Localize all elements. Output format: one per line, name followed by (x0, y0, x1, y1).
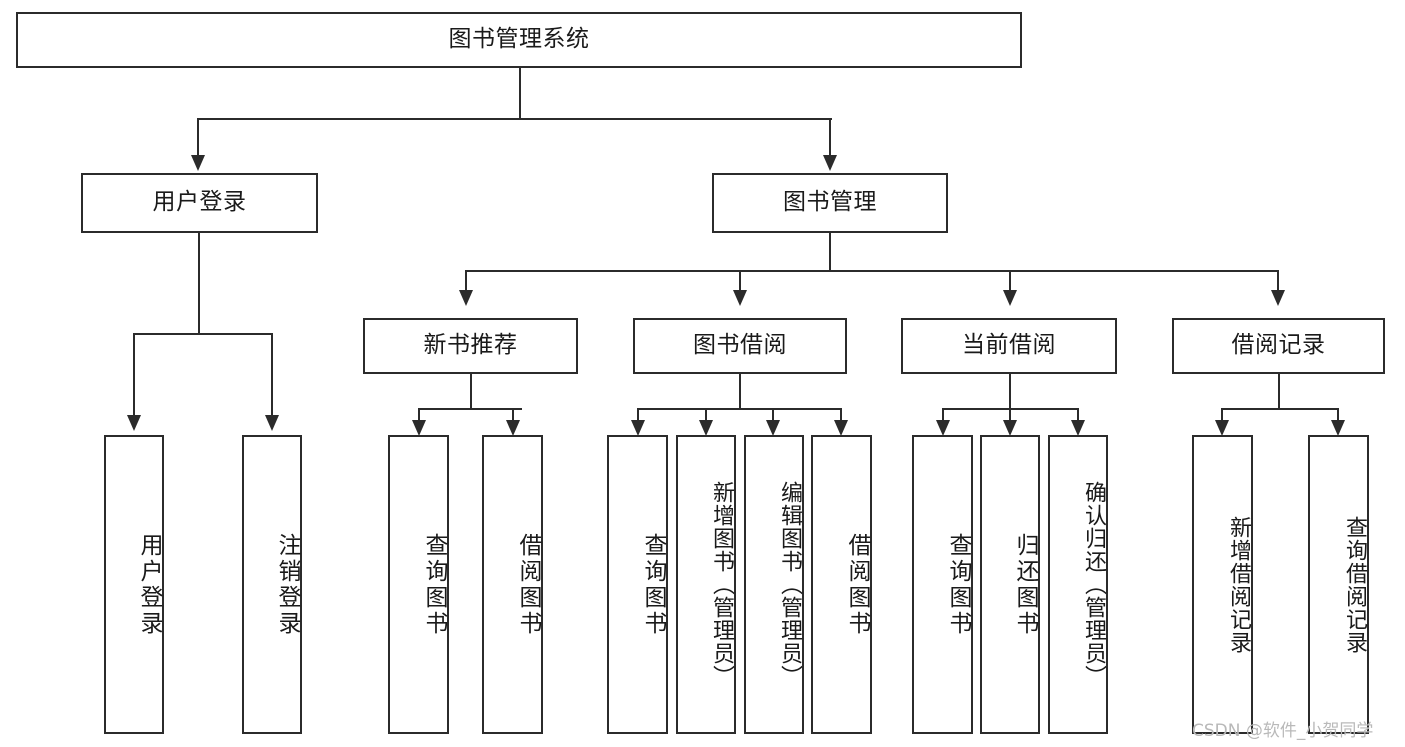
connector-new-book-rec-bar (418, 408, 522, 410)
connector-borrow-record-l2 (1337, 408, 1339, 422)
connector-book-borrow-bar (637, 408, 841, 410)
connector-user-login-right (271, 333, 273, 417)
connector-book-manage-c3 (1009, 270, 1011, 292)
leaf-cur-confirm[interactable]: 确认归还（管理员） (1048, 435, 1108, 734)
connector-root-to-book-manage (829, 118, 831, 157)
leaf-user-logout[interactable]: 注销登录 (242, 435, 302, 734)
leaf-user-login-label: 用户登录 (136, 532, 162, 637)
connector-new-book-rec-l2 (512, 408, 514, 422)
connector-current-borrow-stem (1009, 374, 1011, 409)
leaf-rec-add-label: 新增借阅记录 (1226, 515, 1251, 654)
leaf-cur-query-label: 查询图书 (945, 532, 971, 637)
connector-current-borrow-l1 (942, 408, 944, 422)
connector-borrow-record-stem (1278, 374, 1280, 409)
arrow-book-borrow-l2 (699, 420, 713, 436)
connector-root-stem (519, 68, 521, 119)
node-user-login[interactable]: 用户登录 (81, 173, 318, 233)
leaf-rec-query-record-label: 查询借阅记录 (1342, 515, 1367, 654)
node-root-label: 图书管理系统 (448, 26, 590, 53)
connector-book-borrow-stem (739, 374, 741, 409)
node-book-borrow-label: 图书借阅 (693, 332, 787, 359)
arrow-current-borrow-l1 (936, 420, 950, 436)
arrow-book-borrow-l3 (766, 420, 780, 436)
connector-user-login-bar (133, 333, 272, 335)
arrow-borrow-record-l1 (1215, 420, 1229, 436)
connector-root-to-user-login (197, 118, 199, 157)
connector-book-borrow-l4 (840, 408, 842, 422)
connector-new-book-rec-stem (470, 374, 472, 409)
connector-book-manage-c4 (1277, 270, 1279, 292)
connector-borrow-record-l1 (1221, 408, 1223, 422)
leaf-borrow-edit[interactable]: 编辑图书（管理员） (744, 435, 804, 734)
leaf-borrow-edit-label: 编辑图书（管理员） (777, 481, 802, 688)
leaf-rec-add[interactable]: 新增借阅记录 (1192, 435, 1253, 734)
arrow-book-borrow-l4 (834, 420, 848, 436)
leaf-rec-borrow[interactable]: 借阅图书 (482, 435, 543, 734)
node-book-manage[interactable]: 图书管理 (712, 173, 948, 233)
connector-current-borrow-l2 (1009, 408, 1011, 422)
node-root[interactable]: 图书管理系统 (16, 12, 1022, 68)
arrow-book-manage-c2 (733, 290, 747, 306)
leaf-borrow-lend-label: 借阅图书 (844, 532, 870, 637)
node-borrow-record-label: 借阅记录 (1231, 332, 1326, 359)
connector-root-bar (197, 118, 832, 120)
arrow-root-to-book-manage (823, 155, 837, 171)
node-book-manage-label: 图书管理 (783, 189, 877, 216)
arrow-new-book-rec-l1 (412, 420, 426, 436)
connector-book-manage-c2 (739, 270, 741, 292)
leaf-rec-query-record[interactable]: 查询借阅记录 (1308, 435, 1369, 734)
node-new-book-rec-label: 新书推荐 (423, 332, 518, 359)
node-book-borrow[interactable]: 图书借阅 (633, 318, 847, 374)
node-new-book-rec[interactable]: 新书推荐 (363, 318, 578, 374)
arrow-user-login-left (127, 415, 141, 431)
connector-book-manage-bar (465, 270, 1279, 272)
arrow-book-borrow-l1 (631, 420, 645, 436)
leaf-borrow-query-label: 查询图书 (640, 532, 666, 637)
leaf-cur-return-label: 归还图书 (1012, 532, 1038, 637)
connector-book-manage-c1 (465, 270, 467, 292)
arrow-new-book-rec-l2 (506, 420, 520, 436)
leaf-borrow-add[interactable]: 新增图书（管理员） (676, 435, 736, 734)
arrow-book-manage-c1 (459, 290, 473, 306)
connector-book-borrow-l3 (772, 408, 774, 422)
arrow-user-login-right (265, 415, 279, 431)
arrow-book-manage-c3 (1003, 290, 1017, 306)
leaf-user-login[interactable]: 用户登录 (104, 435, 164, 734)
node-current-borrow[interactable]: 当前借阅 (901, 318, 1117, 374)
leaf-user-logout-label: 注销登录 (274, 532, 300, 637)
connector-current-borrow-l3 (1077, 408, 1079, 422)
connector-book-manage-stem (829, 233, 831, 271)
connector-user-login-left (133, 333, 135, 417)
leaf-rec-borrow-label: 借阅图书 (515, 532, 541, 637)
arrow-current-borrow-l3 (1071, 420, 1085, 436)
leaf-rec-query-label: 查询图书 (421, 532, 447, 637)
node-borrow-record[interactable]: 借阅记录 (1172, 318, 1385, 374)
leaf-rec-query[interactable]: 查询图书 (388, 435, 449, 734)
leaf-borrow-add-label: 新增图书（管理员） (709, 481, 734, 688)
node-current-borrow-label: 当前借阅 (962, 332, 1056, 359)
connector-book-borrow-l1 (637, 408, 639, 422)
arrow-root-to-user-login (191, 155, 205, 171)
connector-book-borrow-l2 (705, 408, 707, 422)
leaf-cur-return[interactable]: 归还图书 (980, 435, 1040, 734)
connector-borrow-record-bar (1221, 408, 1338, 410)
leaf-cur-query[interactable]: 查询图书 (912, 435, 973, 734)
leaf-cur-confirm-label: 确认归还（管理员） (1081, 481, 1106, 688)
arrow-book-manage-c4 (1271, 290, 1285, 306)
connector-new-book-rec-l1 (418, 408, 420, 422)
leaf-borrow-query[interactable]: 查询图书 (607, 435, 668, 734)
leaf-borrow-lend[interactable]: 借阅图书 (811, 435, 872, 734)
arrow-borrow-record-l2 (1331, 420, 1345, 436)
arrow-current-borrow-l2 (1003, 420, 1017, 436)
node-user-login-label: 用户登录 (152, 189, 247, 216)
connector-user-login-stem (198, 233, 200, 334)
